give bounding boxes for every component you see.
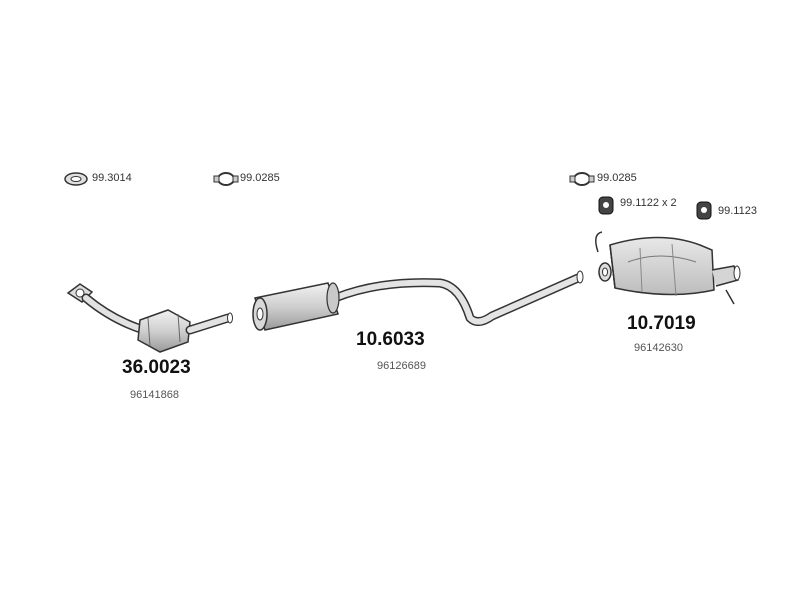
middle-silencer-icon bbox=[252, 270, 584, 331]
oem-number: 96126689 bbox=[377, 360, 426, 372]
rear-silencer-icon bbox=[595, 231, 741, 305]
rubber-hanger-icon bbox=[598, 196, 614, 215]
oem-number: 96141868 bbox=[130, 389, 179, 401]
part-number: 36.0023 bbox=[122, 357, 191, 378]
accessory-code-label: 99.3014 bbox=[92, 172, 132, 184]
part-number: 10.7019 bbox=[627, 313, 696, 334]
clamp-icon bbox=[569, 172, 595, 186]
gasket-ring-icon bbox=[64, 172, 88, 186]
oem-number: 96142630 bbox=[634, 342, 683, 354]
accessory-code-label: 99.1122 x 2 bbox=[620, 197, 677, 209]
accessory-code-label: 99.1123 bbox=[718, 205, 757, 217]
clamp-icon bbox=[213, 172, 239, 186]
accessory-code-label: 99.0285 bbox=[597, 172, 637, 184]
part-number: 10.6033 bbox=[356, 329, 425, 350]
catalytic-converter-icon bbox=[66, 283, 233, 353]
accessory-code-label: 99.0285 bbox=[240, 172, 280, 184]
rubber-hanger-icon bbox=[696, 201, 712, 220]
